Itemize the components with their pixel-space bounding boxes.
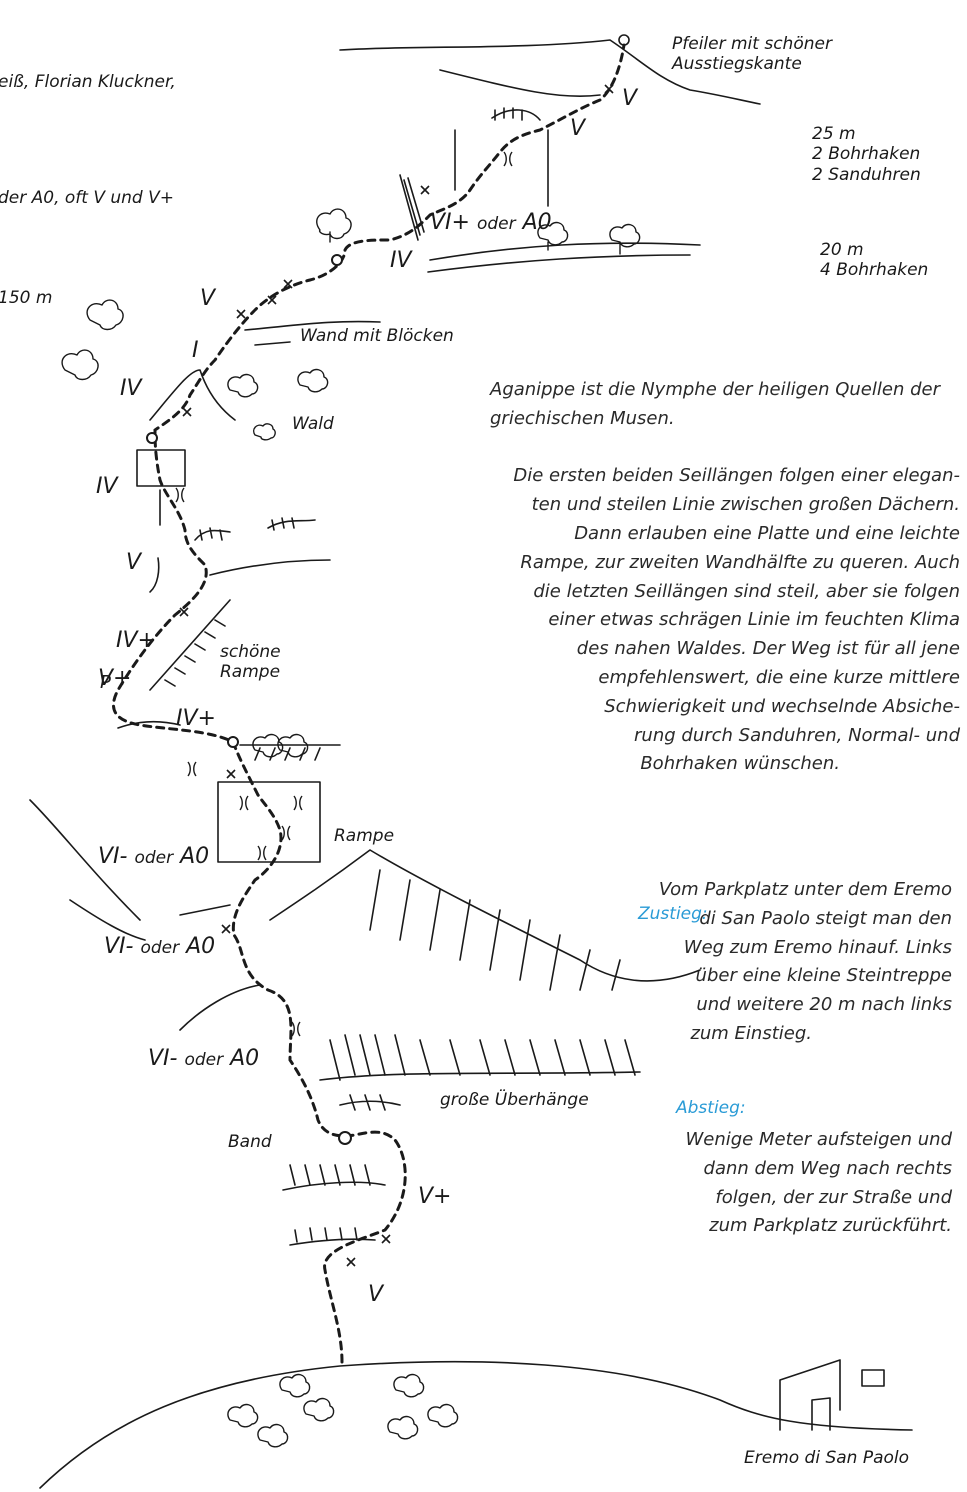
pitch-second-info: 20 m 4 Bohrhaken bbox=[820, 240, 928, 281]
grade-vi-minus-oder-a0: VI- oder A0 bbox=[104, 936, 215, 958]
rampe-label: Rampe bbox=[334, 826, 394, 846]
ledge-upper bbox=[430, 243, 700, 260]
grade-label: IV+ bbox=[116, 630, 156, 652]
eremo-label: Eremo di San Paolo bbox=[744, 1448, 909, 1468]
abstieg-heading: Abstieg: bbox=[676, 1098, 746, 1118]
grade-label: V bbox=[570, 118, 585, 140]
belay-point bbox=[228, 737, 238, 747]
grade-fragment: der A0, oft V und V+ bbox=[0, 188, 174, 208]
grosse-ueberhaenge-label: große Überhänge bbox=[440, 1090, 589, 1110]
schoene-rampe-slab bbox=[150, 600, 230, 690]
grade-vi-plus-oder-a0: VI+ oder A0 bbox=[430, 212, 552, 234]
authors-fragment: eiß, Florian Kluckner, bbox=[0, 72, 176, 92]
band-label: Band bbox=[228, 1132, 272, 1152]
grade-label: V bbox=[200, 288, 215, 310]
ledge-middle bbox=[240, 745, 340, 760]
ground-line bbox=[40, 1362, 912, 1488]
grade-label: V+ bbox=[418, 1186, 451, 1208]
grade-vi-minus-oder-a0: VI- oder A0 bbox=[98, 846, 209, 868]
grade-vi-minus-oder-a0: VI- oder A0 bbox=[148, 1048, 259, 1070]
zustieg-text: Vom Parkplatz unter dem Eremo di San Pao… bbox=[632, 876, 952, 1049]
grade-label: IV bbox=[390, 250, 412, 272]
length-fragment: 150 m bbox=[0, 288, 52, 308]
belay-point bbox=[332, 255, 342, 265]
belay-point bbox=[339, 1132, 351, 1144]
grade-label: V bbox=[368, 1284, 383, 1306]
intro-text: Aganippe ist die Nymphe der heiligen Que… bbox=[490, 376, 960, 779]
wald-label: Wald bbox=[292, 414, 334, 434]
grade-label: V bbox=[622, 88, 637, 110]
eremo-hut-icon bbox=[780, 1360, 884, 1430]
wand-bloecken-label: Wand mit Blöcken bbox=[300, 326, 454, 346]
grosse-ueberhaenge bbox=[320, 1072, 640, 1080]
grade-label: I bbox=[192, 340, 199, 362]
grade-label: IV bbox=[120, 378, 142, 400]
thread-marks bbox=[176, 152, 512, 1036]
grade-label: IV+ bbox=[176, 708, 216, 730]
grade-label: IV bbox=[96, 476, 118, 498]
ledge-box-lower bbox=[218, 782, 320, 862]
abstieg-text: Wenige Meter aufsteigen und dann dem Weg… bbox=[632, 1126, 952, 1241]
summit-label: Pfeiler mit schöner Ausstiegskante bbox=[672, 34, 832, 75]
grade-label: V+ bbox=[98, 668, 131, 690]
schoene-rampe-label: schöne Rampe bbox=[220, 642, 281, 683]
grade-label: V bbox=[126, 552, 141, 574]
pitch-top-info: 25 m 2 Bohrhaken 2 Sanduhren bbox=[812, 124, 921, 185]
belay-point bbox=[147, 433, 157, 443]
